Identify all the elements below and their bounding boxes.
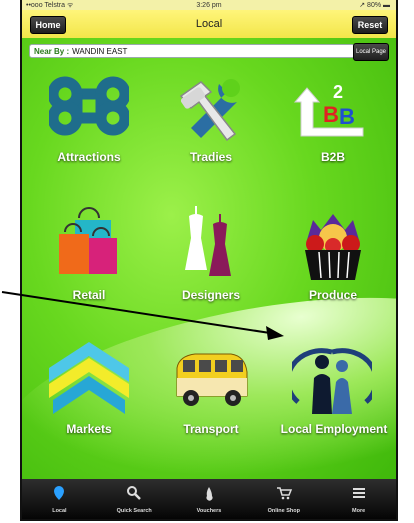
van-icon bbox=[176, 353, 248, 406]
tile-markets[interactable]: Markets bbox=[34, 338, 144, 458]
tile-label: Local Employment bbox=[280, 422, 388, 436]
page-title: Local bbox=[195, 18, 223, 30]
tab-quick-search[interactable]: Quick Search bbox=[97, 479, 172, 519]
tab-vouchers[interactable]: Vouchers bbox=[172, 479, 247, 519]
near-by-value: WANDIN EAST bbox=[72, 46, 128, 56]
svg-text:B: B bbox=[323, 102, 339, 127]
tile-designers[interactable]: Designers bbox=[156, 204, 266, 324]
shopping-bags-icon bbox=[59, 207, 117, 274]
tile-local-employment[interactable]: Local Employment bbox=[270, 338, 396, 458]
nav-bar: Home Local Reset bbox=[22, 10, 396, 39]
stacked-chevrons-icon bbox=[49, 342, 129, 414]
carrier-text: ••ooo Telstra ᯤ bbox=[26, 1, 74, 9]
tile-label: Tradies bbox=[189, 150, 233, 164]
battery-text: ↗ 80% ▬ bbox=[359, 2, 390, 9]
local-page-button[interactable]: Local Page bbox=[353, 43, 389, 61]
tile-label: Retail bbox=[72, 288, 106, 302]
tile-label: B2B bbox=[320, 150, 345, 164]
tab-label: Quick Search bbox=[116, 508, 152, 514]
status-bar: ••ooo Telstra ᯤ 3:26 pm ↗ 80% ▬ bbox=[22, 0, 396, 10]
app-frame: ••ooo Telstra ᯤ 3:26 pm ↗ 80% ▬ Home Loc… bbox=[20, 0, 398, 521]
tile-label: Attractions bbox=[57, 150, 121, 164]
voucher-icon bbox=[206, 487, 213, 501]
tab-label: Online Shop bbox=[267, 508, 300, 514]
tab-local[interactable]: Local bbox=[22, 479, 97, 519]
command-key-icon bbox=[49, 76, 129, 136]
tile-attractions[interactable]: Attractions bbox=[34, 66, 144, 186]
location-pin-icon bbox=[54, 486, 65, 500]
tab-more[interactable]: More bbox=[321, 479, 396, 519]
tile-label: Produce bbox=[308, 288, 357, 302]
search-row: Near By : WANDIN EAST Local Page bbox=[29, 43, 389, 61]
tile-tradies[interactable]: Tradies bbox=[156, 66, 266, 186]
tile-b2b[interactable]: B B 2 B2B bbox=[278, 66, 388, 186]
tile-label: Transport bbox=[183, 422, 239, 436]
tab-label: Vouchers bbox=[196, 508, 222, 514]
tile-transport[interactable]: Transport bbox=[156, 338, 266, 458]
more-list-icon bbox=[352, 488, 365, 498]
tile-label: Designers bbox=[181, 288, 241, 302]
cart-icon bbox=[276, 487, 292, 500]
tab-bar: Local Quick Search Vouchers Online Shop … bbox=[22, 479, 396, 519]
svg-text:2: 2 bbox=[333, 82, 343, 102]
home-button[interactable]: Home bbox=[30, 16, 66, 34]
tile-label: Markets bbox=[66, 422, 112, 436]
near-by-label: Near By : bbox=[34, 46, 70, 56]
hammer-wrench-icon bbox=[179, 79, 240, 142]
tab-online-shop[interactable]: Online Shop bbox=[246, 479, 321, 519]
b2b-arrow-icon: B B 2 bbox=[293, 82, 364, 137]
tab-label: More bbox=[352, 508, 366, 514]
dress-mannequin-icon bbox=[185, 206, 231, 276]
tab-label: Local bbox=[52, 508, 67, 514]
clock-text: 3:26 pm bbox=[196, 1, 222, 9]
search-icon bbox=[127, 486, 142, 500]
reset-button[interactable]: Reset bbox=[352, 16, 388, 34]
svg-text:B: B bbox=[339, 104, 355, 129]
tile-retail[interactable]: Retail bbox=[34, 204, 144, 324]
tile-produce[interactable]: Produce bbox=[278, 204, 388, 324]
produce-basket-icon bbox=[305, 214, 361, 280]
main-content: Near By : WANDIN EAST Local Page Attract… bbox=[22, 38, 396, 519]
near-by-field[interactable]: Near By : WANDIN EAST bbox=[29, 44, 355, 58]
people-silhouette-icon bbox=[292, 348, 372, 414]
